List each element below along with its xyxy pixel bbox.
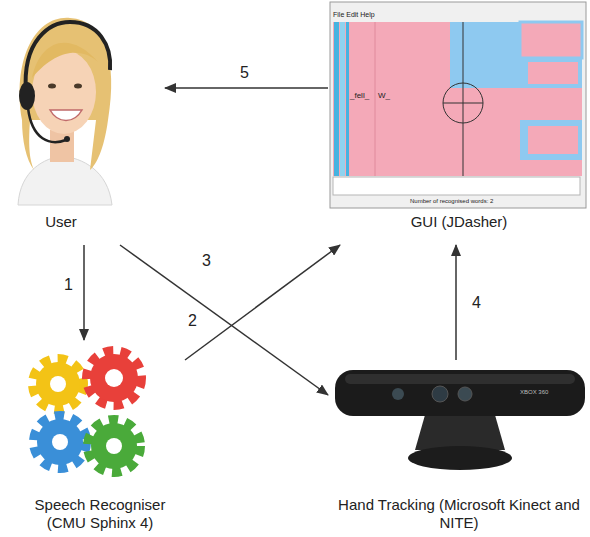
device-node: Hand Tracking (Microsoft Kinect and NITE…	[328, 360, 590, 537]
actor-node: User	[0, 0, 165, 245]
gui-node: GUI (JDasher)	[328, 0, 590, 245]
dasher-letter: W_	[378, 92, 390, 101]
kinect-illustration	[335, 370, 585, 470]
status-text: Number of recognised words: 2	[410, 198, 493, 205]
callout-number: 4	[470, 294, 483, 312]
dasher-letter: _fell_	[350, 92, 369, 101]
process-box: Speech Recogniser (CMU Sphinx 4)	[15, 340, 185, 537]
callout-number: 3	[200, 252, 213, 270]
callout-number: 1	[62, 276, 75, 294]
node-label: GUI (JDasher)	[328, 213, 590, 231]
menu-text: File Edit Help	[333, 11, 375, 19]
node-label: Hand Tracking (Microsoft Kinect and NITE…	[328, 496, 590, 532]
callout-number: 2	[186, 312, 199, 330]
gui-screenshot	[330, 2, 586, 208]
user-illustration	[18, 18, 112, 205]
arrow-connector	[455, 245, 457, 360]
callout-number: 5	[238, 64, 251, 82]
node-label: User	[0, 213, 122, 231]
arrow-connector	[165, 87, 328, 89]
arrow-connector	[185, 245, 340, 360]
gears-icon	[34, 352, 140, 471]
device-logo: XBOX 360	[520, 389, 548, 396]
arrow-connector	[83, 245, 85, 340]
node-label: Speech Recogniser (CMU Sphinx 4)	[15, 496, 185, 532]
arrow-connector	[120, 245, 328, 395]
